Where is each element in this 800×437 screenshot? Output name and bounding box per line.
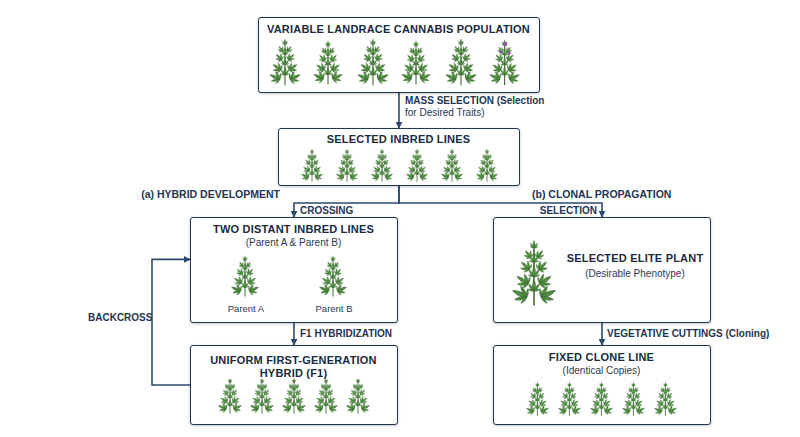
arrow-label: VEGETATIVE CUTTINGS (Cloning)	[607, 328, 797, 340]
box-title: VARIABLE LANDRACE CANNABIS POPULATION	[259, 23, 538, 36]
process-box: TWO DISTANT INBRED LINES(Parent A & Pare…	[190, 217, 398, 323]
box-title: UNIFORM FIRST-GENERATION HYBRID (F1)	[191, 354, 396, 380]
parent-label: Parent B	[304, 303, 364, 314]
plant-icon	[440, 149, 465, 182]
flow-arrow	[293, 323, 295, 345]
arrow-label: SELECTION	[535, 205, 597, 217]
branch-label: (b) CLONAL PROPAGATION	[532, 188, 712, 201]
branch-label: (a) HYBRID DEVELOPMENT	[130, 188, 280, 201]
arrow-label: BACKCROSS	[88, 312, 148, 324]
box-title: TWO DISTANT INBRED LINES	[191, 223, 396, 236]
plant-icon	[216, 378, 243, 413]
arrow-label: MASS SELECTION (Selection for Desired Tr…	[405, 95, 555, 119]
plant-icon	[335, 149, 360, 182]
box-subtitle: (Desirable Phenotype)	[562, 268, 708, 280]
box-title: SELECTED INBRED LINES	[279, 133, 518, 146]
hybrid-plants	[216, 378, 371, 413]
plant-icon	[317, 256, 348, 297]
plant-icon	[312, 378, 339, 413]
process-box: SELECTED ELITE PLANT (Desirable Phenotype…	[493, 217, 711, 323]
plant-icon	[487, 40, 522, 85]
arrow-label: CROSSING	[300, 205, 380, 217]
plant-icon	[443, 39, 478, 85]
box-title: SELECTED ELITE PLANT	[562, 252, 708, 265]
plant-icon	[620, 382, 646, 416]
flow-arrow	[152, 259, 190, 385]
plant-icon	[556, 382, 582, 416]
parent-plants	[229, 256, 348, 297]
plant-icon	[344, 378, 371, 413]
purple-buds	[499, 42, 511, 55]
box-subtitle: (Identical Copies)	[494, 365, 709, 377]
flow-arrow	[294, 186, 399, 217]
plant-icon	[652, 382, 678, 416]
box-subtitle: (Parent A & Parent B)	[191, 237, 396, 249]
plant-icon	[475, 149, 500, 182]
plant-icon	[267, 39, 302, 85]
flow-arrow	[601, 323, 603, 345]
process-box: FIXED CLONE LINE(Identical Copies)	[493, 345, 711, 425]
plant-icon	[311, 41, 344, 85]
plant-icon	[280, 378, 307, 413]
plant-icon	[370, 149, 395, 182]
arrow-label: F1 HYBRIDIZATION	[300, 328, 420, 340]
elite-plant	[509, 240, 559, 305]
parent-label: Parent A	[216, 303, 276, 314]
plant-icon	[355, 39, 390, 85]
process-box: VARIABLE LANDRACE CANNABIS POPULATION	[258, 17, 540, 93]
process-box: UNIFORM FIRST-GENERATION HYBRID (F1)	[190, 345, 398, 425]
clone-plants	[524, 382, 678, 416]
landrace-plants	[267, 39, 522, 85]
plant-icon	[399, 41, 432, 85]
plant-icon	[524, 382, 550, 416]
inbred-plants	[300, 149, 500, 182]
process-box: SELECTED INBRED LINES	[278, 128, 520, 186]
flow-arrow	[398, 93, 400, 128]
plant-icon	[248, 378, 275, 413]
plant-icon	[588, 382, 614, 416]
plant-icon	[509, 240, 559, 305]
plant-icon	[405, 149, 430, 182]
plant-icon	[300, 149, 325, 182]
box-title: FIXED CLONE LINE	[494, 351, 709, 364]
plant-icon	[229, 256, 260, 297]
